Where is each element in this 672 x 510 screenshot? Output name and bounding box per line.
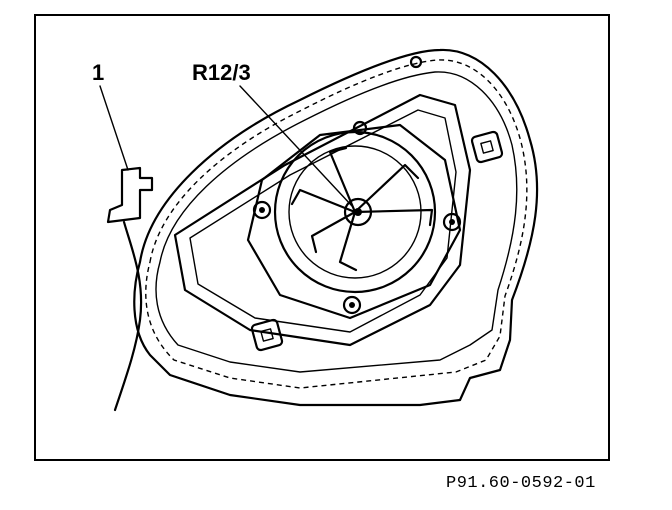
cover-inner-outline (155, 71, 518, 373)
cover-outer-outline (133, 48, 539, 407)
figure-code: P91.60-0592-01 (446, 474, 596, 493)
figure-frame (34, 14, 610, 461)
screw-right (442, 212, 462, 232)
mount-boss-left-inner (260, 328, 274, 342)
leader-line-1 (99, 85, 129, 171)
callout-r12-3: R12/3 (192, 60, 251, 85)
fan-hub-bore (354, 208, 362, 216)
mount-boss-right (470, 130, 504, 164)
rim-fastener (409, 55, 423, 69)
screw-bottom (342, 295, 362, 315)
fan-hub (343, 197, 373, 227)
fan-inner-ring (288, 145, 422, 279)
motor-flange (246, 123, 462, 320)
connector-cable (113, 220, 143, 412)
connector-plug (106, 166, 154, 224)
mounting-plate (173, 93, 472, 347)
callout-1: 1 (92, 60, 105, 85)
screw-left (252, 200, 272, 220)
mounting-plate-inner (189, 109, 457, 333)
mount-boss-right-inner (480, 140, 494, 154)
leader-line-r12-3 (239, 85, 353, 207)
fan-spokes (290, 146, 434, 272)
cover-rim-dashed (145, 59, 528, 389)
screw-top (352, 120, 368, 136)
mount-boss-left (250, 318, 284, 352)
